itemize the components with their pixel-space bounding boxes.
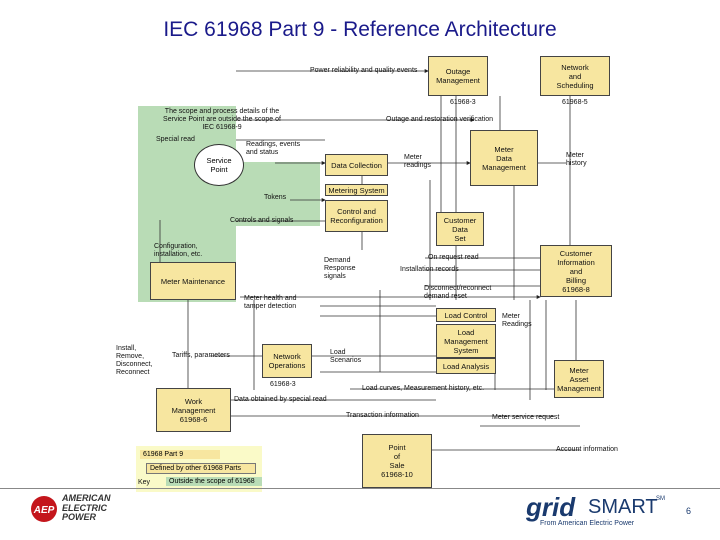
load-control-box: Load Control: [436, 308, 496, 322]
meter-data-management-label: Meter Data Management: [482, 144, 526, 172]
label-meter-readings: Meter readings: [404, 154, 431, 169]
control-reconfiguration-label: Control and Reconfiguration: [330, 207, 383, 225]
label-data-obtained: Data obtained by special read: [234, 396, 327, 403]
gridsmart-grid-text: grid: [526, 492, 576, 522]
customer-data-set-box: Customer Data Set: [436, 212, 484, 246]
label-disconnect-reconnect: Disconnect/reconnect demand reset: [424, 285, 492, 300]
metering-system-label: Metering System: [328, 185, 385, 195]
label-install-remove: Install, Remove, Disconnect, Reconnect: [116, 345, 153, 376]
metering-system-box: Metering System: [325, 184, 388, 196]
label-config-install: Configuration, installation, etc.: [154, 243, 203, 258]
network-operations-std: 61968-3: [270, 381, 296, 388]
scope-note: The scope and process details of the Ser…: [163, 108, 281, 131]
gridsmart-smart-text: SMART: [588, 496, 658, 518]
outage-management-label: Outage Management: [436, 67, 480, 85]
load-control-label: Load Control: [444, 310, 488, 320]
label-installation-records: Installation records: [400, 266, 459, 273]
work-management-std: 61968-6: [179, 414, 208, 424]
page-number: 6: [686, 506, 692, 516]
label-power-reliability: Power reliability and quality events: [310, 67, 418, 74]
point-of-sale-label: Point of Sale: [388, 443, 406, 470]
label-demand-response: Demand Response signals: [324, 257, 356, 280]
label-on-request-read: On request read: [428, 254, 479, 261]
legend-item-other-parts: Defined by other 61968 Parts: [146, 463, 256, 474]
label-readings-events: Readings, events and status: [246, 141, 301, 156]
data-collection-label: Data Collection: [331, 160, 382, 170]
label-account-info: Account information: [556, 446, 618, 453]
gridsmart-logo: grid SMART SM From American Electric Pow…: [526, 492, 676, 532]
metering-scope-region: [236, 162, 320, 226]
customer-information-billing-box: Customer Information and Billing 61968-8: [540, 245, 612, 297]
meter-asset-management-label: Meter Asset Management: [557, 365, 601, 393]
label-tariffs-params: Tariffs, parameters: [172, 352, 230, 359]
label-load-scenarios: Load Scenarios: [330, 349, 362, 364]
label-meter-history: Meter history: [566, 152, 587, 167]
meter-maintenance-label: Meter Maintenance: [160, 276, 226, 286]
aep-logo: AEP AMERICAN ELECTRIC POWER: [30, 493, 150, 526]
load-management-system-box: Load Management System: [436, 324, 496, 358]
legend-item-part9: 61968 Part 9: [140, 450, 220, 459]
legend-item-outside-scope: Outside the scope of 61968: [166, 477, 262, 486]
control-reconfiguration-box: Control and Reconfiguration: [325, 200, 388, 232]
work-management-label: Work Management: [171, 396, 216, 415]
svg-text:AEP: AEP: [33, 505, 55, 516]
load-analysis-label: Load Analysis: [442, 361, 490, 371]
label-transaction-info: Transaction information: [346, 412, 419, 419]
outage-management-std: 61968-3: [450, 99, 476, 106]
customer-information-billing-label: Customer Information and Billing: [557, 248, 595, 285]
label-meter-readings-2: Meter Readings: [502, 313, 532, 328]
legend: 61968 Part 9 Defined by other 61968 Part…: [136, 446, 262, 492]
legend-key: Key: [138, 479, 151, 486]
label-tokens: Tokens: [264, 194, 287, 201]
network-planning-label: Network and Scheduling: [556, 62, 594, 90]
label-special-read: Special read: [156, 136, 195, 143]
network-planning-box: Network and Scheduling: [540, 56, 610, 96]
label-meter-health: Meter health and tamper detection: [244, 295, 297, 310]
footer-rule: [0, 488, 720, 489]
network-operations-label: Network Operations: [268, 352, 306, 370]
gridsmart-sm-mark: SM: [656, 496, 665, 502]
data-collection-box: Data Collection: [325, 154, 388, 176]
meter-maintenance-box: Meter Maintenance: [150, 262, 236, 300]
label-load-history: Load curves, Measurement history, etc.: [362, 385, 485, 392]
slide-title: IEC 61968 Part 9 - Reference Architectur…: [163, 18, 557, 41]
network-operations-box: Network Operations: [262, 344, 312, 378]
outage-management-box: Outage Management: [428, 56, 488, 96]
meter-asset-management-box: Meter Asset Management: [554, 360, 604, 398]
aep-mark-icon: AEP: [31, 496, 57, 522]
label-outage-restoration: Outage and restoration verification: [386, 116, 494, 123]
point-of-sale-std: 61968-10: [381, 470, 413, 479]
network-planning-std: 61968-5: [562, 99, 588, 106]
customer-information-billing-std: 61968-8: [562, 284, 590, 294]
meter-data-management-box: Meter Data Management: [470, 130, 538, 186]
load-management-system-label: Load Management System: [444, 327, 488, 355]
work-management-box: Work Management 61968-6: [156, 388, 231, 432]
aep-wordmark: AMERICAN ELECTRIC POWER: [62, 493, 111, 522]
customer-data-set-label: Customer Data Set: [443, 215, 477, 243]
point-of-sale-box: Point of Sale 61968-10: [362, 434, 432, 488]
label-meter-service-request: Meter service request: [492, 414, 560, 421]
service-point-node: Service Point: [194, 144, 244, 186]
label-controls-signals: Controls and signals: [230, 217, 294, 224]
load-analysis-box: Load Analysis: [436, 358, 496, 374]
gridsmart-tagline: From American Electric Power: [540, 520, 635, 527]
